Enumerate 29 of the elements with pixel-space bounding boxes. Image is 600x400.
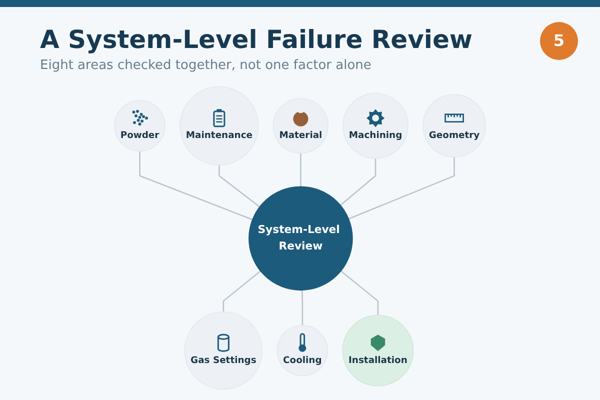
topic-circle	[276, 324, 328, 376]
subtitle: Eight areas checked together, not one factor alone	[40, 58, 372, 74]
page-number: 5	[540, 22, 578, 60]
topic-circle	[342, 92, 408, 159]
topic-circle	[422, 94, 486, 158]
node-label: Maintenance	[186, 128, 252, 143]
topic-circle	[184, 311, 263, 390]
node-label: Installation	[348, 354, 408, 368]
node-label: Cooling	[283, 354, 322, 368]
node-label: System-Level Review	[256, 222, 341, 255]
topic-circle	[342, 314, 414, 386]
topic-circle	[180, 86, 259, 166]
connector-line	[301, 290, 304, 326]
node-label: Gas Settings	[190, 354, 256, 368]
node-label: Material	[279, 128, 322, 143]
connector-line	[222, 270, 261, 312]
node-label: Powder	[120, 128, 160, 143]
topic-circle	[272, 98, 328, 154]
connector-line	[340, 270, 379, 316]
node-label: Machining	[348, 128, 402, 143]
title: A System-Level Failure Review	[40, 25, 473, 55]
topic-circle	[114, 100, 166, 152]
connector-line	[348, 157, 455, 220]
connector-line	[340, 158, 376, 206]
connector-line	[218, 164, 260, 208]
node-label: Geometry	[428, 128, 480, 143]
connector-line	[300, 153, 302, 187]
hub-circle	[248, 186, 353, 291]
connector-line	[139, 151, 253, 220]
